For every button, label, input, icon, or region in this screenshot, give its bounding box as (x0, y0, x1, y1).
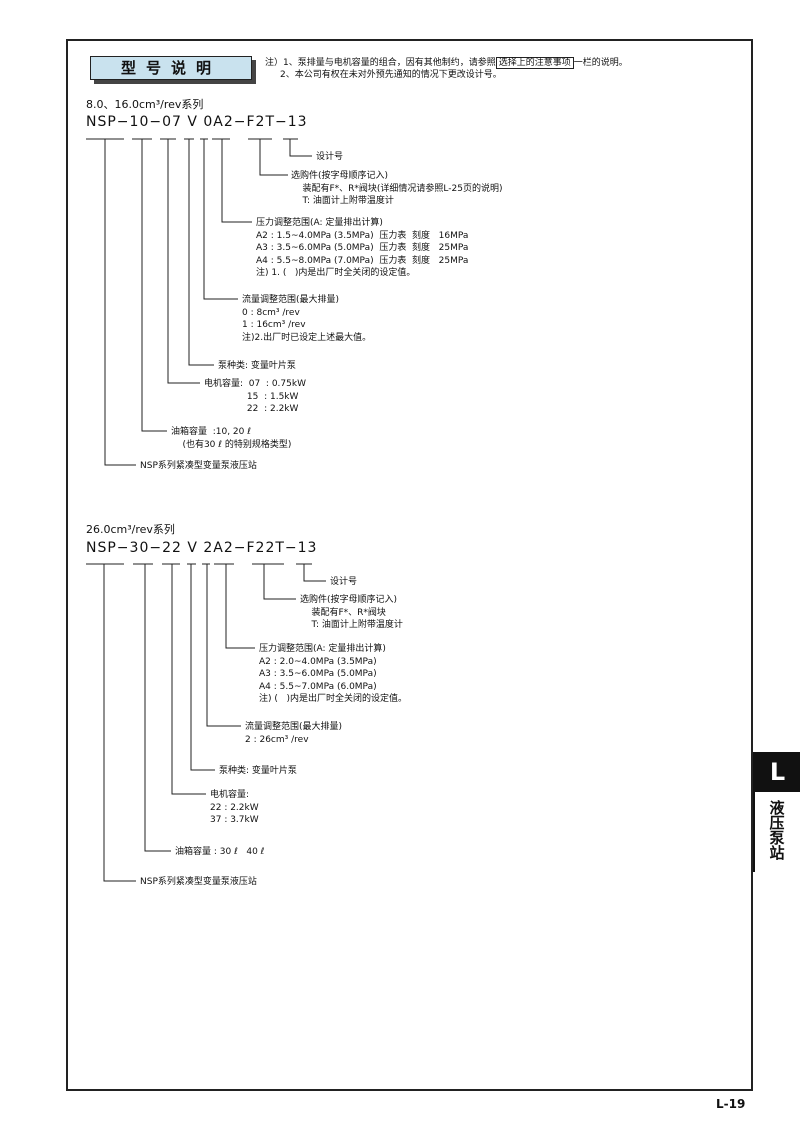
page-frame (66, 39, 753, 1091)
s1-label-pressure: 压力调整范围(A: 定量排出计算) A2 : 1.5~4.0MPa (3.5MP… (256, 218, 469, 278)
s1-label-series-name: NSP系列紧凑型变量泵液压站 (140, 461, 257, 471)
s2-label-pump-type: 泵种类: 变量叶片泵 (219, 766, 297, 776)
s2-label-pressure: 压力调整范围(A: 定量排出计算) A2 : 2.0~4.0MPa (3.5MP… (259, 644, 407, 704)
s1-label-tank: 油箱容量 :10, 20 ℓ (也有30 ℓ 的特别规格类型) (171, 427, 292, 450)
s2-label-motor: 电机容量: 22 : 2.2kW 37 : 3.7kW (210, 790, 259, 825)
section1-model-code: NSP−10−07 V 0A2−F2T−13 (86, 114, 308, 130)
side-tab-bar (753, 752, 755, 872)
s2-label-series-name: NSP系列紧凑型变量泵液压站 (140, 877, 257, 887)
side-tab-label: 液压泵站 (767, 800, 786, 860)
note-2: 2、本公司有权在未对外预先通知的情况下更改设计号。 (280, 70, 502, 80)
section-title: 型号说明 (90, 56, 256, 84)
page-number: L-19 (716, 1097, 746, 1111)
s2-label-tank: 油箱容量 : 30 ℓ 40 ℓ (175, 847, 265, 857)
s1-label-flow: 流量调整范围(最大排量) 0 : 8cm³ /rev 1 : 16cm³ /re… (242, 295, 372, 343)
s1-label-options: 选购件(按字母顺序记入) 装配有F*、R*阀块(详细情况请参照L-25页的说明)… (291, 171, 503, 206)
note-1-text-a: 注）1、泵排量与电机容量的组合，因有其他制约，请参照 (265, 58, 496, 68)
s1-label-design-no: 设计号 (316, 152, 344, 162)
section1-series: 8.0、16.0cm³/rev系列 (86, 98, 204, 111)
s2-label-options: 选购件(按字母顺序记入) 装配有F*、R*阀块 T: 油面计上附带温度计 (300, 595, 403, 630)
s2-label-flow: 流量调整范围(最大排量) 2 : 26cm³ /rev (245, 722, 343, 745)
s1-label-pump-type: 泵种类: 变量叶片泵 (218, 361, 296, 371)
note-1-boxed-ref: 选择上的注意事项 (495, 57, 574, 69)
section2-model-code: NSP−30−22 V 2A2−F22T−13 (86, 540, 318, 556)
side-tab-letter: L (755, 752, 800, 792)
side-tab-text: 液压泵站 (766, 800, 786, 865)
section2-series: 26.0cm³/rev系列 (86, 523, 175, 536)
note-1-text-b: 一栏的说明。 (573, 58, 628, 68)
title-text: 型号说明 (90, 56, 252, 80)
s2-label-design-no: 设计号 (330, 577, 358, 587)
note-1: 注）1、泵排量与电机容量的组合，因有其他制约，请参照选择上的注意事项一栏的说明。 (265, 57, 628, 69)
s1-label-motor: 电机容量: 07 : 0.75kW 15 : 1.5kW 22 : 2.2kW (204, 379, 306, 414)
